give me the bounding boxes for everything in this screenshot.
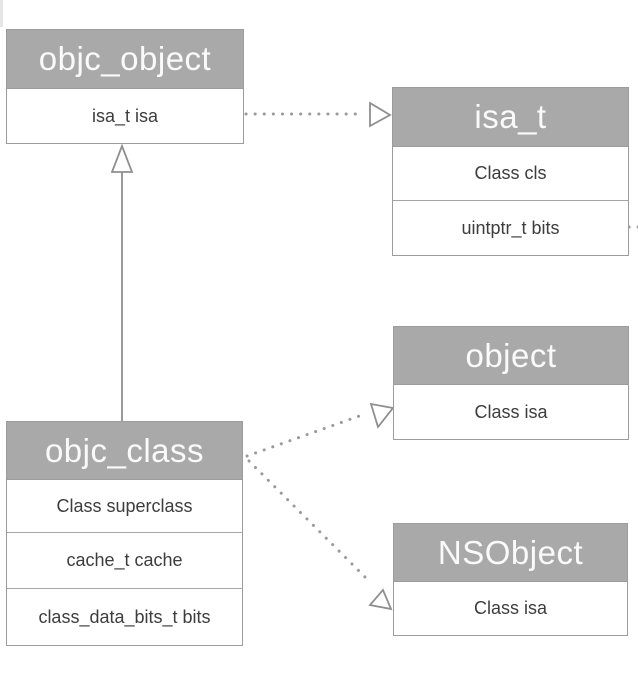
field-object-isa: Class isa [474, 401, 548, 422]
dependency-line-objc_class-to-nsobject [247, 459, 369, 581]
inheritance-arrowhead-objc_object [110, 143, 134, 173]
class-title-nsobject: NSObject [394, 524, 627, 582]
field-isa_t-bits: uintptr_t bits [393, 200, 628, 255]
class-box-object: object Class isa [393, 326, 629, 440]
screen-edge-artifact [0, 0, 3, 27]
dependency-arrowhead-isa_t [369, 101, 392, 128]
class-title-objc_class: objc_class [7, 422, 242, 480]
field-objc_class-superclass: Class superclass [56, 495, 193, 516]
class-title-isa_t: isa_t [393, 88, 628, 147]
field-isa_t-cls: Class cls [474, 163, 547, 183]
class-title-objc_object: objc_object [7, 30, 243, 89]
class-title-object: object [394, 327, 628, 385]
field-objc_class-bits: class_data_bits_t bits [7, 588, 242, 645]
field-objc_class-cache: cache_t cache [7, 532, 242, 588]
field-objc_object-isa: isa_t isa [91, 105, 159, 126]
class-box-isa_t: isa_t Class cls uintptr_t bits [392, 87, 629, 256]
dependency-line-objc_class-to-object [245, 412, 367, 458]
class-box-nsobject: NSObject Class isa [393, 523, 628, 636]
class-box-objc_class: objc_class Class superclass cache_t cach… [6, 421, 243, 646]
dependency-arrowhead-object [369, 402, 395, 429]
class-box-objc_object: objc_object isa_t isa [6, 29, 244, 144]
field-nsobject-isa: Class isa [473, 598, 548, 618]
dependency-arrowhead-nsobject [368, 588, 393, 611]
